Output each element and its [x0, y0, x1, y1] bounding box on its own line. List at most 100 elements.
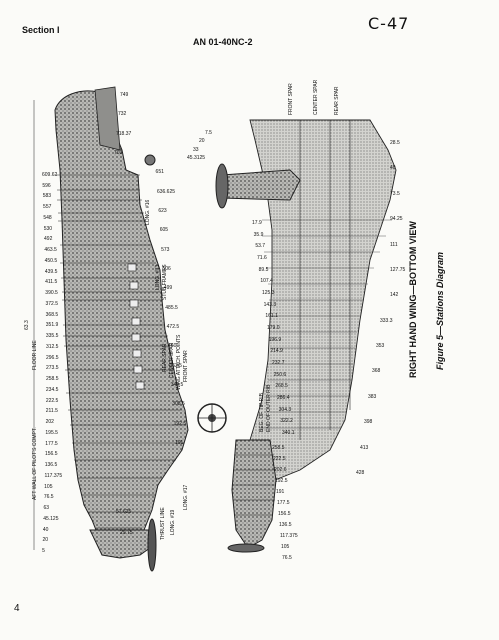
fuselage-right-stations-label: 605: [159, 227, 169, 234]
long-16-label: LONG. #16: [145, 199, 151, 225]
fuselage-right-stations-label: 636.625: [156, 188, 176, 195]
wing-right-stations-label: 353: [376, 343, 385, 350]
nacelle-stations-label: 191: [276, 489, 285, 495]
fuselage-right-stations-label: 308.5: [172, 401, 185, 408]
floor-line-label: FLOOR LINE: [32, 340, 38, 370]
tip-rib-end-label: END OF OUTER RIB: [266, 384, 272, 432]
fuselage-left-stations-label: 63: [43, 505, 50, 512]
fuselage-right-stations-label: 192.5: [173, 420, 187, 427]
wing-left-stations-label: 53.7: [255, 243, 266, 250]
nose-station-1: 57.625: [116, 509, 132, 515]
wing-left-stations-label: 268.5: [275, 383, 288, 390]
fuselage-left-stations-label: 195.5: [45, 429, 58, 436]
fuselage-left-stations-label: 117.375: [44, 472, 63, 479]
fuselage-left-stations-label: 450.5: [44, 257, 58, 264]
fuselage-right-stations-label: 749: [120, 92, 129, 98]
wing-left-stations-label: 143.3: [263, 301, 277, 308]
wing-left-stations-label: 125.3: [262, 290, 275, 296]
wing-left-stations-label: 304.3: [278, 406, 292, 413]
nacelle-stations-label: 192.5: [275, 478, 288, 484]
fuselage-left-stations-label: 439.5: [44, 268, 58, 275]
fuselage-left-stations-label: 530: [43, 225, 53, 232]
fuselage-right-stations-label: 472.5: [166, 324, 180, 330]
fuselage-left-stations-label: 609.62: [42, 172, 58, 178]
fuselage-left-stations-label: 258.5: [45, 376, 59, 383]
nose-station-2: 29.75: [120, 530, 133, 536]
wing-right-stations-label: 413: [360, 444, 369, 451]
lower-nacelle: [231, 439, 277, 549]
fuselage-left-stations-label: 156.5: [44, 451, 58, 458]
tail-fin: [94, 86, 121, 151]
section-label: Section I: [22, 25, 60, 35]
wing-right-stations-label: 73.5: [390, 190, 400, 197]
wing-left-stations-label: 107.4: [260, 278, 273, 285]
spar-front-label: FRONT SPAR: [288, 83, 294, 115]
wing-right-stations-label: 28.5: [390, 140, 400, 146]
fuselage-right-stations-label: 485.5: [165, 304, 178, 311]
fuselage-right-stations-label: 349.5: [170, 382, 184, 388]
wing-top-stations-label: 33: [193, 146, 199, 153]
fuselage-right-stations-label: 506: [162, 266, 171, 272]
wing-top-stations-label: 45.3125: [187, 155, 206, 161]
fuselage-left-stations-label: 368.5: [45, 311, 59, 318]
spar-center-label: CENTER SPAR: [313, 79, 319, 115]
stub-frames-label: STUB FRAMES: [162, 264, 168, 300]
fuselage-right-stations-label: 499: [163, 285, 173, 292]
fuselage-left-stations-label: 177.5: [45, 440, 58, 447]
fuselage-left-stations-label: 583: [42, 193, 52, 200]
fuselage-left-stations-label: 296.5: [45, 354, 59, 361]
wing-attach-label: WING ATTACH. POINTS: [176, 334, 182, 390]
fuselage-left-stations-label: 40: [42, 526, 49, 533]
fuselage-right-stations-label: 573: [161, 246, 170, 253]
fuselage-right-stations-label: 362.5: [169, 362, 182, 369]
wing-right-stations-label: 398: [364, 419, 373, 426]
fuselage-left-stations-label: 5: [42, 548, 45, 554]
side-dimension: 63.3: [24, 320, 30, 330]
nacelle-stations-label: 177.5: [277, 500, 290, 506]
fuselage-left-stations-label: 312.5: [45, 343, 59, 350]
long-13-label: LONG. #13: [155, 264, 161, 290]
fuselage-left-stations-label: 463.5: [44, 247, 57, 254]
tail-wheel-icon: [144, 154, 156, 166]
engine-nacelle: [221, 169, 301, 201]
fuselage-left-stations-label: 351.9: [45, 322, 59, 329]
wing-left-stations-label: 340.1: [282, 430, 295, 436]
nacelle-stations-label: 117.375: [280, 533, 298, 539]
wing-right-stations-label: 111: [390, 241, 398, 248]
fuselage-right-stations-label: 703: [114, 150, 123, 156]
page-number: 4: [14, 603, 20, 614]
nacelle-stations-label: 105: [281, 544, 290, 550]
wing-top-stations-label: 20: [199, 138, 205, 145]
fuselage-left-stations-label: 557: [43, 204, 52, 211]
fuselage-left-stations-label: 222.5: [45, 397, 59, 404]
fuselage-right-stations-label: 651: [155, 169, 164, 176]
nacelle-stations-label: 258.5: [272, 445, 285, 451]
wing-right-stations-label: 40: [390, 165, 396, 172]
fuselage-right-stations-label: 450: [168, 343, 177, 350]
wing-left-stations-label: 17.9: [252, 220, 262, 226]
long-17-label: LONG. #17: [183, 484, 189, 510]
fuselage-left-stations-label: 390.5: [45, 290, 58, 297]
wing-left-stations-label: 286.4: [277, 395, 290, 401]
wing-right-stations-label: 127.75: [390, 266, 406, 273]
wing-left-stations-label: 35.9: [253, 231, 264, 238]
rear-spar-label: REAR SPAR: [162, 343, 168, 372]
fuselage-right-stations-label: 718.37: [116, 130, 132, 137]
center-spar-label: CENTER SPAR: [169, 342, 175, 378]
fuselage-left-stations-label: 136.5: [44, 462, 58, 469]
fuselage-left-stations-label: 273.5: [45, 365, 59, 372]
aft-wall-label: AFT WALL OF PILOT'S COMPT.: [32, 427, 38, 500]
fuselage-outline: [54, 90, 189, 553]
wing-left-stations-label: 250.6: [273, 371, 287, 378]
fuselage-left-stations-label: 211.5: [45, 408, 58, 415]
wing-top-stations-label: 7.5: [205, 130, 212, 136]
wing-right-stations-label: 428: [356, 470, 365, 476]
fuselage-right-stations-label: 191: [175, 440, 184, 446]
nacelle-stations-label: 202.6: [274, 467, 287, 473]
wing-left-stations-label: 179.0: [267, 325, 280, 331]
fuselage-left-stations-label: 76.5: [43, 494, 54, 501]
fuselage-left-stations-label: 105: [44, 483, 53, 490]
fuselage-left-stations-label: 548: [43, 214, 52, 221]
cabin-windows: [127, 263, 145, 390]
spar-rear-label: REAR SPAR: [334, 86, 340, 115]
